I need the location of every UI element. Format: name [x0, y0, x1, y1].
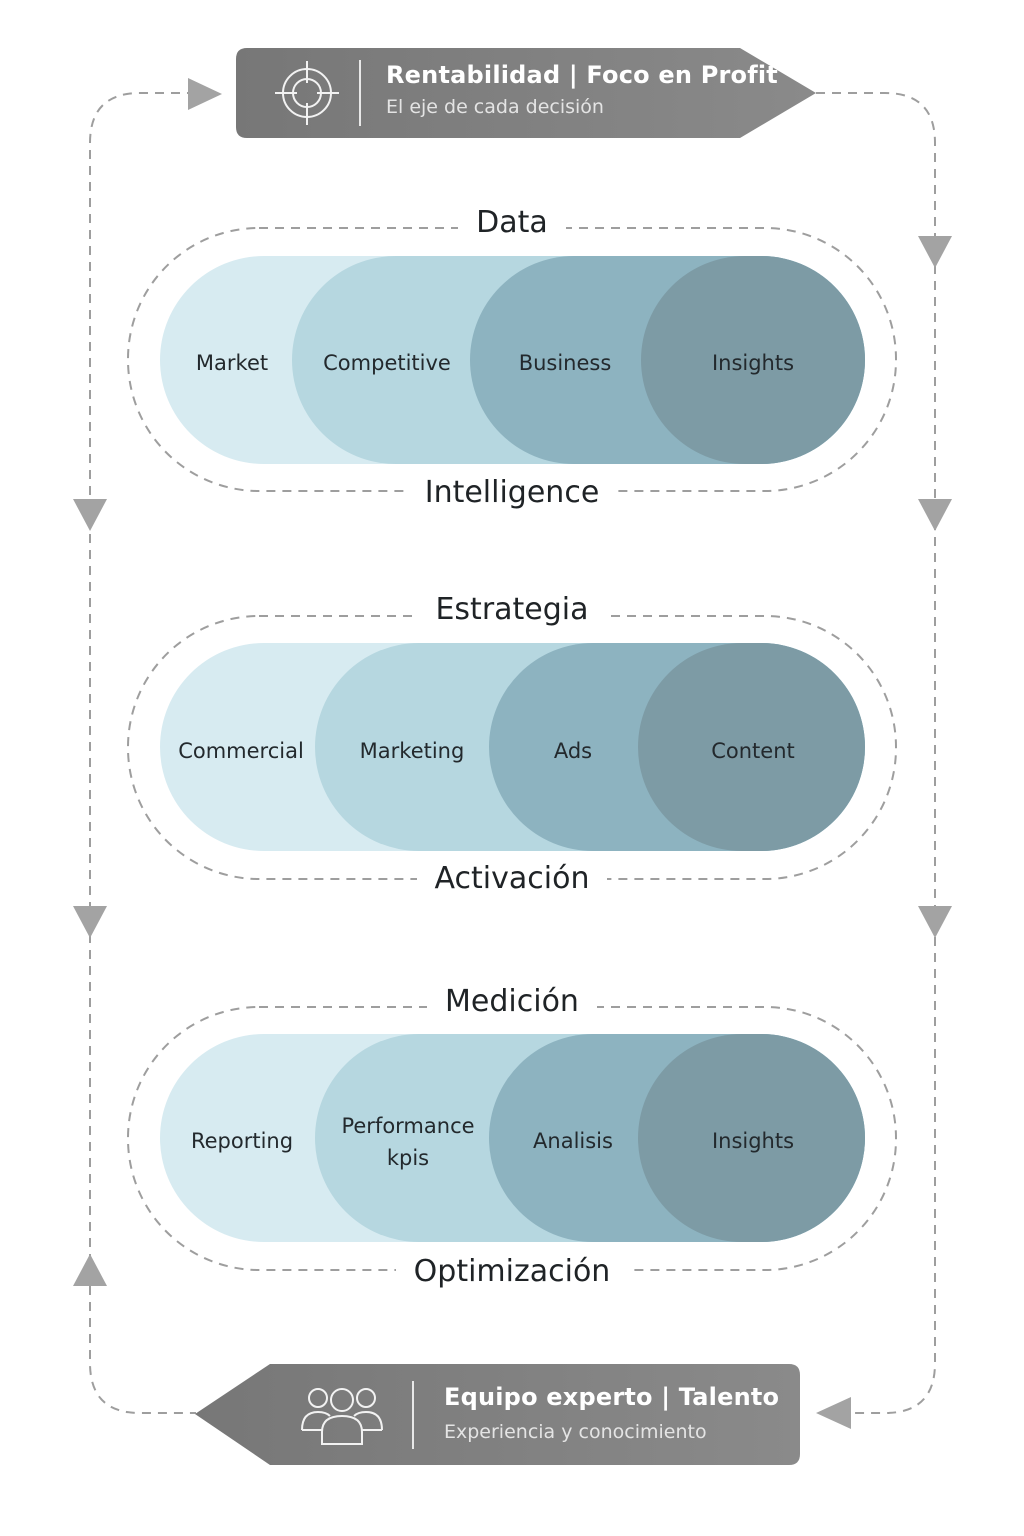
team-people-icon: [301, 1388, 383, 1445]
bottom-banner-shape: [195, 1364, 800, 1465]
stage-label-marketing: Marketing: [359, 739, 465, 763]
arrow-down-right-2: [918, 499, 952, 531]
bottom-banner-title: Equipo experto | Talento: [444, 1383, 780, 1411]
arrow-left-into-bottom-banner: [816, 1397, 851, 1429]
target-crosshair-icon: [275, 61, 339, 125]
left-flow-line: [89, 92, 196, 1414]
group-top-label-data: Data: [0, 203, 1024, 243]
arrow-down-left-2: [73, 906, 107, 938]
arrow-up-left: [73, 1254, 107, 1286]
group-bottom-label-optimizacion: Optimización: [0, 1252, 1024, 1292]
group-top-label-medicion: Medición: [0, 982, 1024, 1022]
stage-label-insights: Insights: [711, 351, 795, 375]
top-banner-title: Rentabilidad | Foco en Profit: [386, 61, 778, 89]
stage-label-market: Market: [195, 351, 269, 375]
group-bottom-label-activacion: Activación: [0, 859, 1024, 899]
stage-label-ads: Ads: [553, 739, 593, 763]
stage-label-insights-2: Insights: [711, 1129, 795, 1153]
group-top-label-estrategia: Estrategia: [0, 590, 1024, 630]
stage-label-commercial: Commercial: [178, 739, 304, 763]
top-banner-subtitle: El eje de cada decisión: [386, 96, 604, 118]
stage-label-performance-kpis: Performance kpis: [341, 1114, 475, 1170]
stage-label-business: Business: [518, 351, 612, 375]
group-bottom-label-intelligence: Intelligence: [0, 473, 1024, 513]
stage-label-analisis: Analisis: [533, 1129, 613, 1153]
stage-pill-insights-2: [638, 1034, 865, 1242]
arrow-right-into-top-banner: [188, 78, 222, 110]
arrow-down-left-1: [73, 499, 107, 531]
stage-label-competitive: Competitive: [323, 351, 451, 375]
stage-pill-content: [638, 643, 865, 851]
arrow-down-right-1: [918, 236, 952, 268]
stage-label-reporting: Reporting: [190, 1129, 294, 1153]
stage-label-content: Content: [711, 739, 795, 763]
stage-pill-insights: [641, 256, 865, 464]
arrow-down-right-3: [918, 906, 952, 938]
right-flow-line: [816, 92, 936, 1414]
bottom-banner-subtitle: Experiencia y conocimiento: [444, 1421, 707, 1443]
top-banner-shape: [236, 48, 816, 138]
